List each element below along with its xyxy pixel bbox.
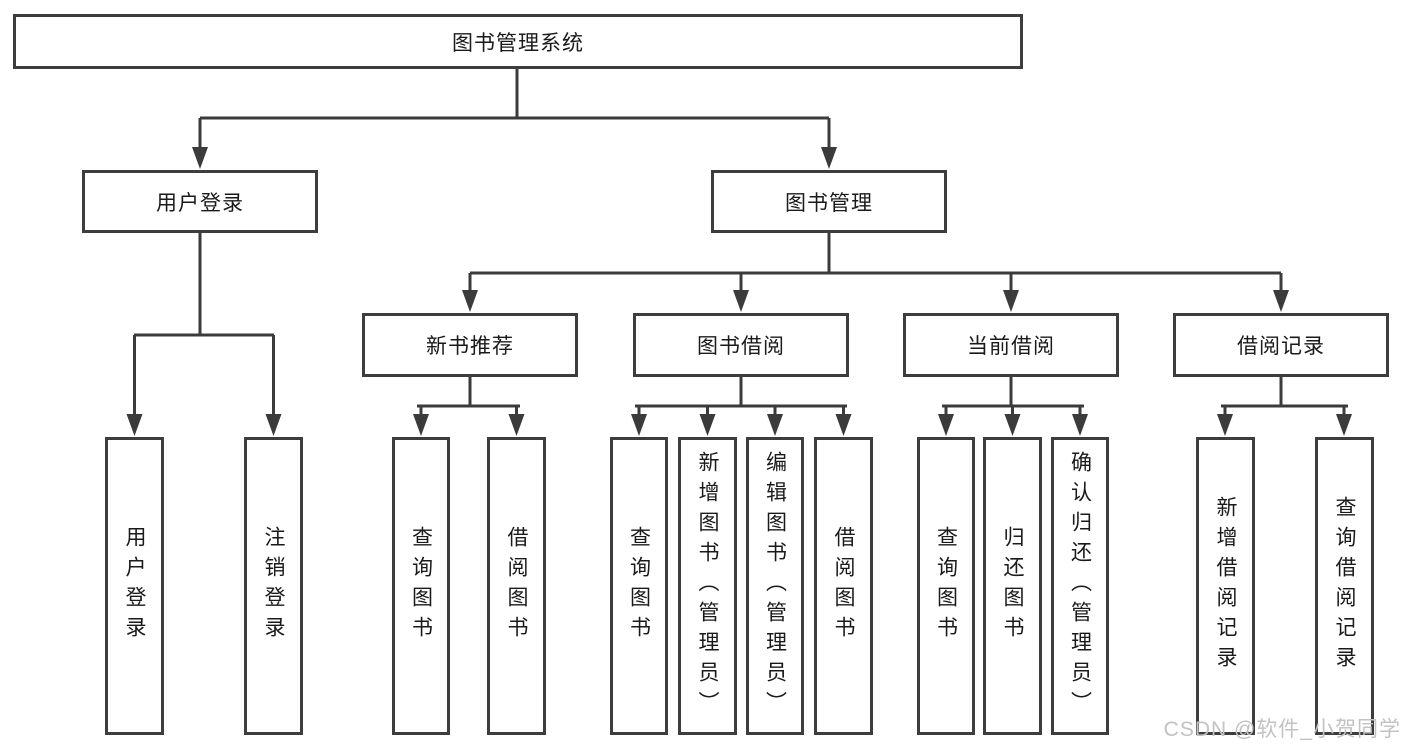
node-leaf-bb-add-books: 新增图书（管理员） <box>678 437 737 735</box>
connector-current-borrowing-to-leaves <box>938 377 1088 436</box>
node-leaf-nbr-query-books: 查询图书 <box>392 437 450 735</box>
node-leaf-cb-confirm-return: 确认归还（管理员） <box>1051 437 1109 735</box>
connector-borrowing-records-to-leaves <box>1217 377 1352 436</box>
node-leaf-bb-query-books: 查询图书 <box>610 437 668 735</box>
node-current-borrowing: 当前借阅 <box>903 313 1119 377</box>
node-borrowing-records: 借阅记录 <box>1173 313 1389 377</box>
node-leaf-cb-return-books: 归还图书 <box>983 437 1042 735</box>
connector-book-borrowing-to-leaves <box>631 377 852 436</box>
node-leaf-br-query-record: 查询借阅记录 <box>1315 437 1374 735</box>
node-leaf-nbr-borrow-books: 借阅图书 <box>487 437 546 735</box>
node-leaf-bb-borrow-books: 借阅图书 <box>814 437 873 735</box>
node-leaf-logout: 注销登录 <box>244 437 303 735</box>
node-book-management: 图书管理 <box>711 170 947 233</box>
node-leaf-bb-edit-books: 编辑图书（管理员） <box>746 437 804 735</box>
node-leaf-br-add-record: 新增借阅记录 <box>1196 437 1255 735</box>
connector-user-login-to-leaves <box>126 233 282 436</box>
node-user-login: 用户登录 <box>82 170 318 233</box>
connector-root-to-level2 <box>192 69 837 169</box>
node-leaf-user-login: 用户登录 <box>105 437 164 735</box>
watermark: CSDN @软件_小贺同学 <box>1163 718 1401 741</box>
node-root-system: 图书管理系统 <box>13 14 1023 69</box>
node-book-borrowing: 图书借阅 <box>633 313 849 377</box>
node-new-book-recommend: 新书推荐 <box>362 313 578 377</box>
connector-book-management-to-level3 <box>462 233 1289 312</box>
node-leaf-cb-query-books: 查询图书 <box>917 437 975 735</box>
connector-new-book-recommend-to-leaves <box>413 377 525 436</box>
